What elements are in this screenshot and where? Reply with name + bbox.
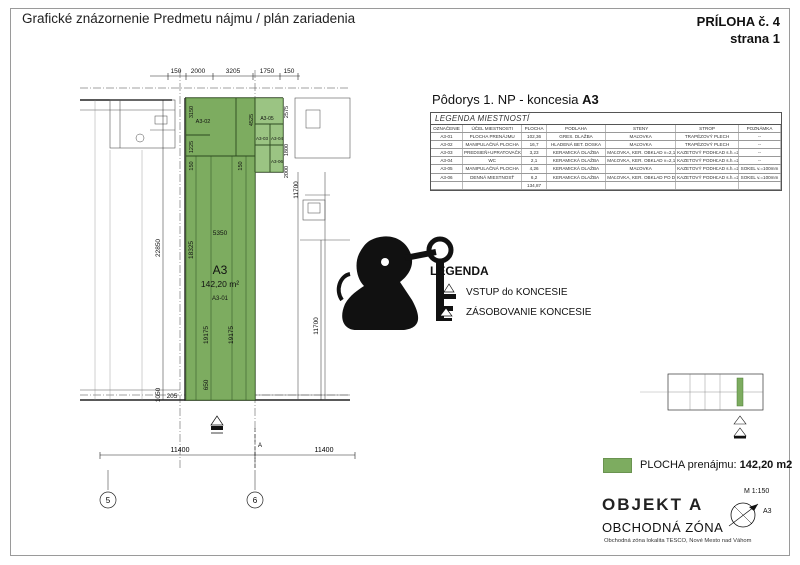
dim-inner-v1: 19175 bbox=[203, 326, 210, 344]
lease-area-a3 bbox=[185, 97, 256, 401]
lease-area-label: PLOCHA prenájmu: 142,20 m2 bbox=[640, 459, 792, 471]
dim-small-a: 3150 bbox=[189, 106, 195, 118]
axis-bubble-6 bbox=[246, 491, 264, 509]
col-header: OZNAČENIE bbox=[431, 125, 463, 134]
drawing-frame bbox=[10, 8, 790, 556]
unit-room: A3-01 bbox=[212, 296, 229, 302]
dim-small-f: 1800 bbox=[284, 144, 290, 156]
plan-title: Pôdorys 1. NP - koncesia A3 bbox=[432, 92, 599, 107]
axis-6-label: 6 bbox=[253, 496, 258, 505]
table-total-row: 134,87 bbox=[431, 181, 781, 190]
dim-top-2: 2000 bbox=[191, 68, 206, 75]
legend-entry-label: VSTUP do KONCESIE bbox=[466, 287, 568, 298]
room-a3-04: A3-04 bbox=[271, 136, 284, 141]
dim-left-bottom: 1050 bbox=[155, 387, 162, 402]
sheet-size: A3 bbox=[763, 508, 772, 515]
entry-marker bbox=[210, 415, 224, 434]
dim-left-corner: 205 bbox=[167, 393, 178, 400]
legend-supply-label: ZÁSOBOVANIE KONCESIE bbox=[466, 307, 592, 318]
page-title: Grafické znázornenie Predmetu nájmu / pl… bbox=[22, 11, 356, 26]
dim-small-g: 2000 bbox=[284, 166, 290, 178]
dim-top-1: 150 bbox=[171, 68, 182, 75]
axis-5-label: 5 bbox=[106, 496, 111, 505]
watermark-logo bbox=[336, 236, 456, 330]
section-mark: A bbox=[258, 443, 262, 449]
location-text: Obchodná zóna lokalita TESCO, Nové Mesto… bbox=[604, 538, 752, 544]
key-plan-thumbnail bbox=[640, 373, 764, 439]
plan-title-prefix: Pôdorys 1. NP - koncesia bbox=[432, 92, 583, 107]
room-legend-title: LEGENDA MIESTNOSTÍ bbox=[431, 113, 781, 125]
unit-area: 142,20 m² bbox=[201, 279, 239, 289]
dim-top-5: 150 bbox=[284, 68, 295, 75]
unit-code: A3 bbox=[213, 263, 228, 277]
annex-number: PRÍLOHA č. 4 bbox=[696, 14, 780, 29]
lease-area-text: PLOCHA prenájmu: bbox=[640, 459, 740, 471]
dim-top-3: 3205 bbox=[226, 68, 241, 75]
dim-bottom-left: 11400 bbox=[171, 447, 190, 454]
dim-small-c: 2575 bbox=[284, 106, 290, 118]
dim-small-h: 150 bbox=[238, 161, 244, 170]
dim-small-d: 1225 bbox=[189, 141, 195, 153]
room-a3-03: A3-03 bbox=[256, 136, 269, 141]
room-legend-table: LEGENDA MIESTNOSTÍ OZNAČENIE ÚČEL MIESTN… bbox=[430, 112, 782, 191]
lease-area-swatch bbox=[603, 458, 632, 473]
dim-small-e: 150 bbox=[189, 161, 195, 170]
col-header: PLOCHA bbox=[521, 125, 547, 134]
legend-supply-icon bbox=[439, 307, 453, 321]
dim-inner-v2: 19175 bbox=[228, 326, 235, 344]
north-arrow-icon bbox=[728, 502, 759, 528]
dim-right-upper: 11700 bbox=[293, 181, 300, 199]
col-header: STENY bbox=[605, 125, 677, 134]
axis-bubble-5 bbox=[99, 491, 117, 509]
lease-area-value: 142,20 m2 bbox=[739, 459, 793, 471]
annex-label: PRÍLOHA č. 4 strana 1 bbox=[697, 13, 780, 47]
dim-right-height: 11700 bbox=[313, 317, 320, 335]
dim-left-inner: 18325 bbox=[188, 241, 195, 259]
dim-bottom-right: 11400 bbox=[315, 447, 334, 454]
room-a3-05: A3-05 bbox=[260, 116, 274, 122]
room-legend-header-row: OZNAČENIE ÚČEL MIESTNOSTI PLOCHA PODLAHA… bbox=[431, 125, 781, 134]
dim-width-inner: 5350 bbox=[213, 230, 228, 237]
col-header: ÚČEL MIESTNOSTI bbox=[462, 125, 523, 134]
scale-label: M 1:150 bbox=[744, 488, 770, 495]
page-number: strana 1 bbox=[730, 31, 780, 46]
col-header: POZNÁMKA bbox=[738, 125, 781, 134]
col-header: STROP bbox=[675, 125, 740, 134]
dim-small-b: 4525 bbox=[249, 114, 255, 126]
room-a3-06: A3-06 bbox=[271, 159, 284, 164]
room-a3-02: A3-02 bbox=[196, 119, 211, 125]
dim-left-total: 22850 bbox=[155, 239, 162, 257]
legend-title: LEGENDA bbox=[430, 264, 489, 278]
object-name: OBJEKT A bbox=[602, 495, 704, 514]
col-header: PODLAHA bbox=[546, 125, 607, 134]
zone-name: OBCHODNÁ ZÓNA bbox=[602, 520, 724, 535]
plan-title-unit: A3 bbox=[582, 92, 599, 107]
dim-inner-bottom: 650 bbox=[203, 379, 210, 390]
dim-top-4: 1750 bbox=[260, 68, 275, 75]
legend-entry-icon bbox=[443, 283, 455, 293]
